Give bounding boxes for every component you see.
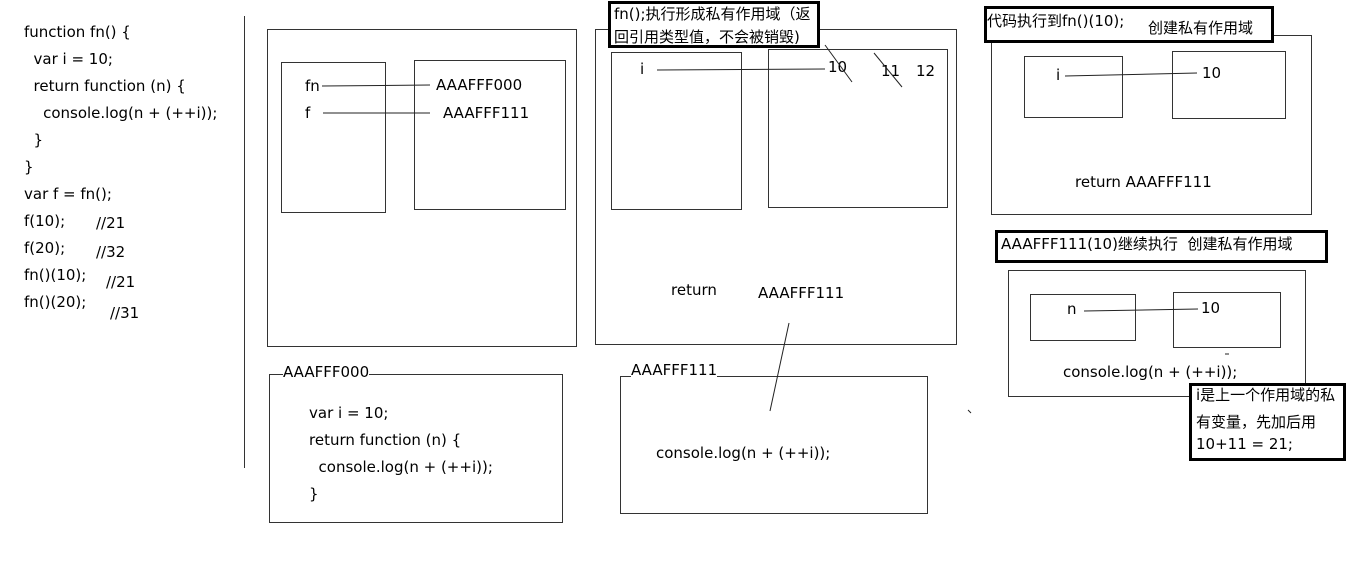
note-line1: i是上一个作用域的私 xyxy=(1196,386,1336,404)
note-box xyxy=(1189,383,1346,461)
scope-exec-values-box xyxy=(1173,292,1281,348)
scope-exec-value: 10 xyxy=(1201,299,1221,317)
heap-000-line: console.log(n + (++i)); xyxy=(309,458,493,476)
code-line: var f = fn(); xyxy=(24,185,112,203)
code-line: f(10); xyxy=(24,212,66,230)
heap-000-line: return function (n) { xyxy=(309,431,462,449)
code-comment: //21 xyxy=(106,273,136,291)
code-line: } xyxy=(24,158,34,176)
scope-exec-vars-box xyxy=(1030,294,1136,341)
code-line: return function (n) { xyxy=(24,77,186,95)
arrow-exec-n xyxy=(1083,308,1199,312)
note-line2: 有变量，先加后用 xyxy=(1196,413,1317,431)
return-keyword: return xyxy=(671,281,717,299)
note-line3: 10+11 = 21; xyxy=(1196,435,1293,453)
scope-fn10-values-box xyxy=(1172,51,1286,119)
code-line: function fn() { xyxy=(24,23,131,41)
heap-111-label: AAAFFF111 xyxy=(631,361,718,379)
private-vars-box xyxy=(611,52,742,210)
tick-mark-2 xyxy=(967,409,972,414)
arrow-i-to-10 xyxy=(656,68,826,71)
scope-fn10-value: 10 xyxy=(1202,64,1222,82)
var-i: i xyxy=(640,60,645,78)
var-f: f xyxy=(305,104,311,122)
code-line: } xyxy=(24,131,44,149)
heap-000-label: AAAFFF000 xyxy=(283,363,370,381)
var-fn: fn xyxy=(305,77,320,95)
scope-fn10-title: 代码执行到fn()(10); xyxy=(987,12,1125,30)
heap-111-box xyxy=(620,376,928,514)
value-f: AAAFFF111 xyxy=(443,104,530,122)
scope-exec-box xyxy=(1008,270,1306,397)
scope-exec-title-box xyxy=(995,230,1328,263)
code-comment: //21 xyxy=(96,214,126,232)
scope-title-line2: 回引用类型值，不会被销毁) xyxy=(614,28,800,46)
scope-exec-title: AAAFFF111(10)继续执行 创建私有作用域 xyxy=(1001,235,1293,253)
value-12: 12 xyxy=(916,62,936,80)
scope-exec-code: console.log(n + (++i)); xyxy=(1063,363,1238,381)
scope-title-line1: fn();执行形成私有作用域（返 xyxy=(614,5,811,23)
global-values-box xyxy=(414,60,566,210)
strike-11 xyxy=(873,52,903,88)
code-line: f(20); xyxy=(24,239,66,257)
heap-000-line: var i = 10; xyxy=(309,404,389,422)
code-line: fn()(10); xyxy=(24,266,87,284)
scope-fn10-title-box xyxy=(984,6,1274,43)
value-10: 10 xyxy=(828,58,848,76)
arrow-fn-to-000 xyxy=(321,84,431,87)
heap-111-code: console.log(n + (++i)); xyxy=(656,444,831,462)
arrow-return-to-heap xyxy=(769,322,790,412)
strike-10 xyxy=(824,44,853,83)
private-values-box xyxy=(768,49,948,208)
scope-fn10-var: i xyxy=(1056,66,1061,84)
global-scope-box xyxy=(267,29,577,347)
code-line: fn()(20); xyxy=(24,293,87,311)
global-vars-box xyxy=(281,62,386,213)
return-value: AAAFFF111 xyxy=(758,284,845,302)
code-line: console.log(n + (++i)); xyxy=(24,104,218,122)
code-line: var i = 10; xyxy=(24,50,113,68)
scope-title-box xyxy=(608,1,820,48)
heap-000-box xyxy=(269,374,563,523)
scope-fn10-vars-box xyxy=(1024,56,1123,118)
scope-fn10-subtitle: 创建私有作用域 xyxy=(1148,19,1254,37)
value-fn: AAAFFF000 xyxy=(436,76,523,94)
code-comment: //32 xyxy=(96,243,126,261)
column-divider xyxy=(244,16,245,468)
heap-000-line: } xyxy=(309,485,319,503)
code-comment: //31 xyxy=(110,304,140,322)
scope-fn10-return: return AAAFFF111 xyxy=(1075,173,1212,191)
scope-exec-var: n xyxy=(1067,300,1077,318)
arrow-fn10-i xyxy=(1064,72,1198,77)
